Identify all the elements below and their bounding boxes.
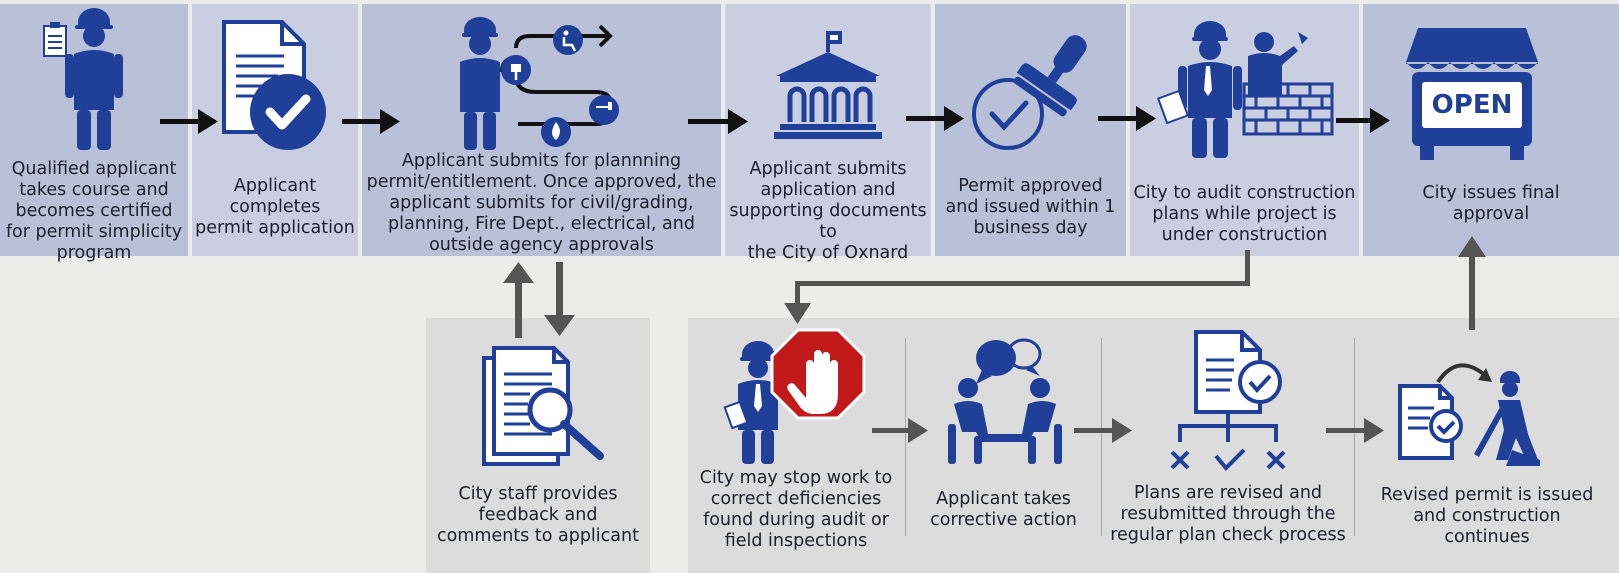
divider-2 xyxy=(1101,338,1102,536)
arrow-final-head xyxy=(1458,236,1486,257)
inspector-and-builder-icon xyxy=(1156,21,1334,158)
arrow-b1-shaft xyxy=(872,428,910,433)
divider-1 xyxy=(905,338,906,536)
arrow-b2-shaft xyxy=(1074,428,1114,433)
approval-stamp-icon xyxy=(972,35,1087,150)
arrow-down-head xyxy=(544,315,575,336)
panel-approved xyxy=(935,4,1126,256)
document-and-digger-icon xyxy=(1398,363,1540,466)
plan-review-flow-icon xyxy=(1170,330,1286,471)
arrow-6-shaft xyxy=(1336,118,1372,123)
arrow-b3-shaft xyxy=(1326,428,1366,433)
arrow-3-shaft xyxy=(688,119,730,124)
arrow-audit-drop xyxy=(1245,250,1250,286)
divider-3 xyxy=(1354,338,1355,536)
arrow-b1-head xyxy=(908,418,928,443)
arrow-audit-across xyxy=(795,281,1250,286)
document-review-icon xyxy=(482,346,604,466)
worker-with-clipboard-icon xyxy=(43,8,123,150)
arrow-b2-head xyxy=(1112,418,1132,443)
arrow-audit-down-shaft xyxy=(795,281,800,305)
arrow-final-shaft xyxy=(1469,254,1475,330)
inspector-stop-sign-icon xyxy=(723,328,866,464)
arrow-2-shaft xyxy=(342,119,382,124)
arrow-5-shaft xyxy=(1098,116,1138,121)
meeting-discussion-icon xyxy=(948,338,1062,464)
arrow-b3-head xyxy=(1364,418,1384,443)
arrow-up-shaft xyxy=(515,280,522,338)
open-sign-text: OPEN xyxy=(1432,90,1513,120)
arrow-4-head xyxy=(944,106,964,131)
arrow-audit-down-head xyxy=(784,303,811,324)
arrow-6-head xyxy=(1370,108,1390,133)
arrow-down-shaft xyxy=(556,262,563,318)
arrow-3-head xyxy=(728,109,748,134)
arrow-1-shaft xyxy=(160,119,200,124)
arrow-5-head xyxy=(1136,106,1156,131)
arrow-1-head xyxy=(198,109,218,134)
arrow-4-shaft xyxy=(906,116,946,121)
city-hall-icon xyxy=(774,31,882,139)
worker-utility-paths-icon xyxy=(460,17,619,150)
document-checkmark-icon xyxy=(222,20,326,150)
open-storefront-icon: OPEN xyxy=(1406,28,1538,160)
arrow-2-head xyxy=(380,109,400,134)
arrow-up-head xyxy=(503,262,534,283)
